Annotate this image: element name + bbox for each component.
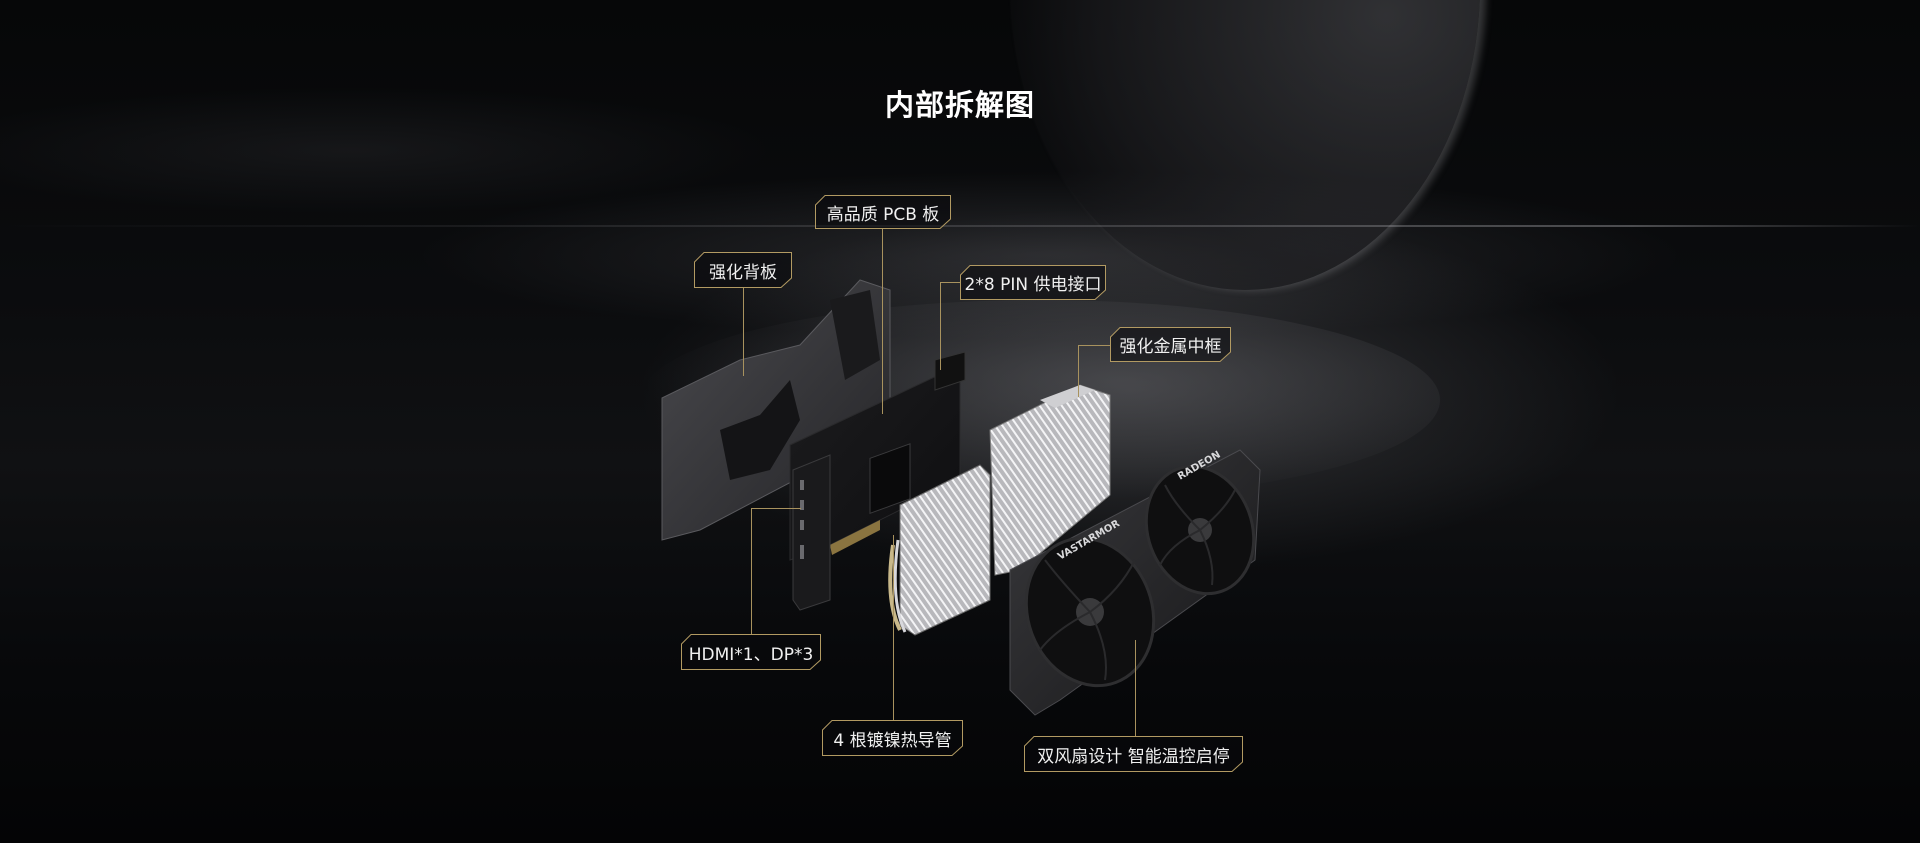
leader-line-pcb <box>882 229 883 414</box>
callout-pcb: 高品质 PCB 板 <box>815 195 951 229</box>
callout-label: 2*8 PIN 供电接口 <box>964 274 1102 295</box>
horizon-glow <box>0 225 1920 227</box>
callout-frame: 强化金属中框 <box>1110 327 1231 362</box>
io-bracket-part <box>792 454 831 611</box>
fan-shroud-part: VASTARMOR RADEON <box>1009 449 1261 716</box>
leader-line-frame-h <box>1078 345 1110 346</box>
callout-label: HDMI*1、DP*3 <box>688 644 814 665</box>
page-title: 内部拆解图 <box>884 88 1035 122</box>
pcb-part <box>789 351 966 561</box>
leader-line-power-h <box>940 282 960 283</box>
leader-line-heatpipes <box>893 535 894 720</box>
leader-line-power-v <box>940 282 941 370</box>
callout-power: 2*8 PIN 供电接口 <box>960 265 1106 300</box>
backplate-part <box>661 279 891 541</box>
leader-line-backplate <box>743 288 744 376</box>
leader-line-ports-h <box>751 508 801 509</box>
rear-heatsink-part <box>989 384 1111 576</box>
callout-label: 高品质 PCB 板 <box>826 204 940 225</box>
leader-line-ports-v <box>751 508 752 634</box>
callout-backplate: 强化背板 <box>694 252 792 288</box>
leader-line-frame-v <box>1078 345 1079 397</box>
callout-label: 强化金属中框 <box>1119 336 1222 357</box>
callout-ports: HDMI*1、DP*3 <box>681 634 821 670</box>
callout-label: 4 根镀镍热导管 <box>833 730 952 751</box>
callout-heatpipes: 4 根镀镍热导管 <box>822 720 963 756</box>
leader-line-fans <box>1135 640 1136 736</box>
callout-label: 强化背板 <box>709 262 777 283</box>
callout-label: 双风扇设计 智能温控启停 <box>1037 746 1230 767</box>
front-heatsink-part <box>888 464 991 636</box>
callout-fans: 双风扇设计 智能温控启停 <box>1024 736 1243 772</box>
